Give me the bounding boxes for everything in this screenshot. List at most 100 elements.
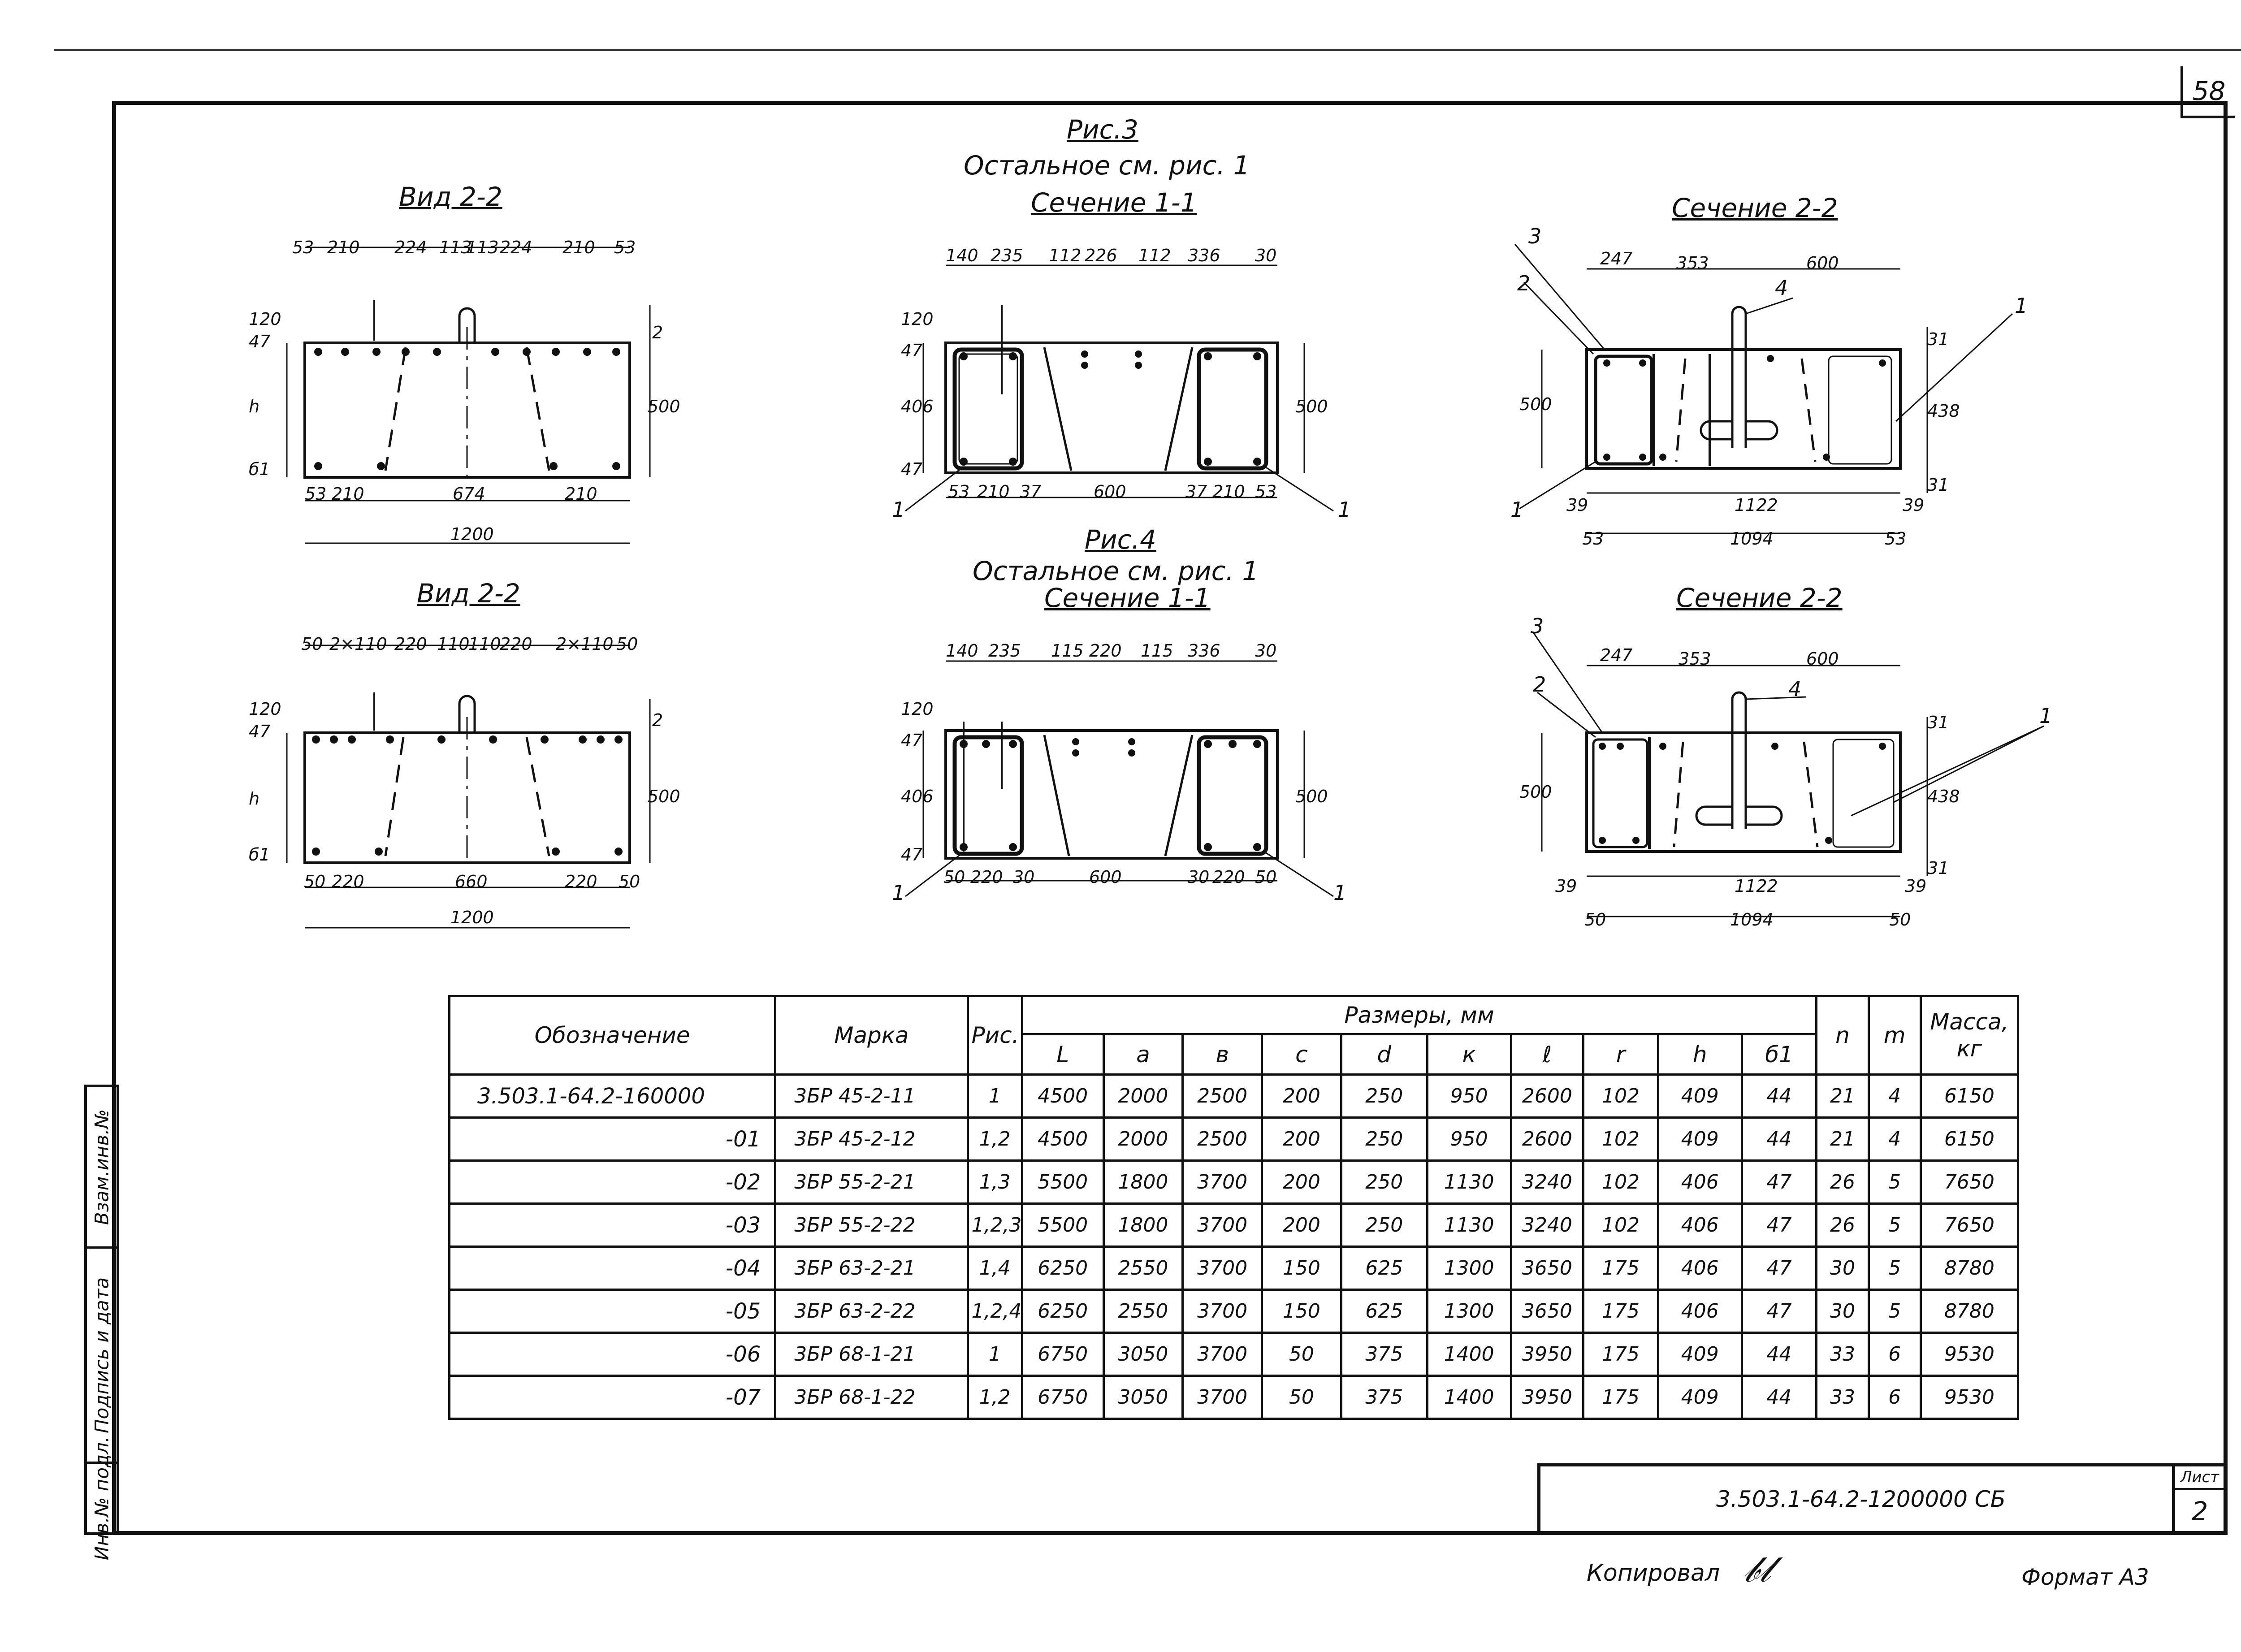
callout: 1 [1333, 881, 1347, 905]
dim: 224 [394, 238, 427, 257]
dim: 120 [249, 699, 281, 719]
table-cell: 1130 [1426, 1202, 1512, 1248]
table-cell: 6 [1867, 1332, 1922, 1377]
table-cell: 3950 [1510, 1332, 1585, 1377]
fig4-section1-title: Сечение 1-1 [1044, 583, 1211, 613]
table-cell: 1800 [1102, 1202, 1184, 1248]
cell-fig: 1,2 [966, 1375, 1023, 1420]
dim: 120 [901, 699, 934, 719]
cell-designation: 3.503.1-64.2-160000 [448, 1073, 777, 1119]
dim: 1094 [1730, 529, 1774, 549]
table-cell: 6150 [1919, 1116, 2020, 1162]
dim: 220 [565, 872, 597, 891]
table-cell: 26 [1815, 1159, 1870, 1205]
table-cell: 406 [1657, 1159, 1743, 1205]
cell-fig: 1,2 [966, 1116, 1023, 1162]
table-cell: 409 [1657, 1375, 1743, 1420]
cell-fig: 1,4 [966, 1245, 1023, 1291]
table-cell: 4 [1867, 1073, 1922, 1119]
table-cell: 30 [1815, 1245, 1870, 1291]
table-cell: 5500 [1021, 1159, 1105, 1205]
cell-fig: 1 [966, 1332, 1023, 1377]
dim: 210 [1212, 482, 1245, 502]
col-header-d: d [1340, 1033, 1428, 1076]
copied-label: Копировал [1587, 1560, 1720, 1587]
callout: 4 [1775, 276, 1788, 300]
table-cell: 4500 [1021, 1073, 1105, 1119]
dim: 220 [332, 872, 364, 891]
table-cell: 2500 [1181, 1116, 1263, 1162]
table-cell: 5 [1867, 1159, 1922, 1205]
table-cell: 406 [1657, 1202, 1743, 1248]
fig3-view-title: Вид 2-2 [399, 182, 502, 212]
table-cell: 3950 [1510, 1375, 1585, 1420]
table-cell: 150 [1261, 1289, 1342, 1334]
col-header-b: в [1181, 1033, 1263, 1076]
table-cell: 33 [1815, 1332, 1870, 1377]
col-header-r: r [1582, 1033, 1659, 1076]
dim: 47 [901, 341, 923, 360]
fig3-title: Рис.3 [1067, 114, 1138, 145]
dim: 37 [1185, 482, 1207, 502]
dim: 47 [249, 332, 271, 351]
col-header-l: ℓ [1510, 1033, 1585, 1076]
format-label: Формат А3 [2021, 1564, 2149, 1590]
table-cell: 3050 [1102, 1332, 1184, 1377]
dim: 438 [1927, 787, 1960, 806]
table-cell: 1800 [1102, 1159, 1184, 1205]
dim: 2×110 [556, 634, 614, 654]
fig3-section1-title: Сечение 1-1 [1031, 187, 1197, 218]
dim: 1200 [450, 524, 494, 544]
dim: 220 [1212, 867, 1245, 887]
table-cell: 3700 [1181, 1159, 1263, 1205]
sheet-cell: Лист 2 [2172, 1466, 2224, 1532]
table-cell: 175 [1582, 1245, 1659, 1291]
stamp-cell-replacement: Взам.инв.№ [87, 1087, 117, 1249]
dim: 39 [1905, 876, 1927, 896]
table-cell: 6250 [1021, 1289, 1105, 1334]
col-header-designation: Обозначение [448, 995, 777, 1076]
table-cell: 44 [1740, 1375, 1818, 1420]
dim: 47 [901, 459, 923, 479]
table-cell: 625 [1340, 1245, 1428, 1291]
cell-mark: 3БР 68-1-22 [774, 1375, 969, 1420]
dim: 31 [1927, 475, 1949, 495]
table-cell: 2000 [1102, 1116, 1184, 1162]
table-cell: 50 [1261, 1332, 1342, 1377]
dim: h [249, 789, 260, 809]
table-cell: 102 [1582, 1159, 1659, 1205]
cell-mark: 3БР 68-1-21 [774, 1332, 969, 1377]
dim: 1122 [1735, 495, 1778, 515]
dim: 336 [1188, 246, 1220, 265]
dim: 110 [437, 634, 470, 654]
dim: 113 [466, 238, 499, 257]
col-header-mark: Марка [774, 995, 969, 1076]
dim: 53 [1255, 482, 1277, 502]
col-header-mass: Масса, кг [1919, 995, 2020, 1076]
dim: 1122 [1735, 876, 1778, 896]
dim: 660 [455, 872, 488, 891]
dim: 210 [562, 238, 595, 257]
callout: 1 [1338, 497, 1351, 522]
dim: б1 [249, 459, 270, 479]
fig3-section2-title: Сечение 2-2 [1672, 193, 1838, 223]
sheet-number: 2 [2191, 1496, 2208, 1527]
table-cell: 47 [1740, 1245, 1818, 1291]
signature-mark: 𝒷𝓁 [1743, 1548, 1771, 1590]
dim: 500 [1519, 782, 1552, 802]
col-header-sizes: Размеры, мм [1021, 995, 1818, 1035]
table-cell: 1400 [1426, 1375, 1512, 1420]
dim: 406 [901, 787, 934, 806]
table-cell: 8780 [1919, 1245, 2020, 1291]
dim: 500 [648, 397, 680, 416]
table-cell: 102 [1582, 1116, 1659, 1162]
dim: 53 [1582, 529, 1604, 549]
table-cell: 3700 [1181, 1289, 1263, 1334]
dim: 31 [1927, 329, 1949, 349]
table-cell: 5500 [1021, 1202, 1105, 1248]
